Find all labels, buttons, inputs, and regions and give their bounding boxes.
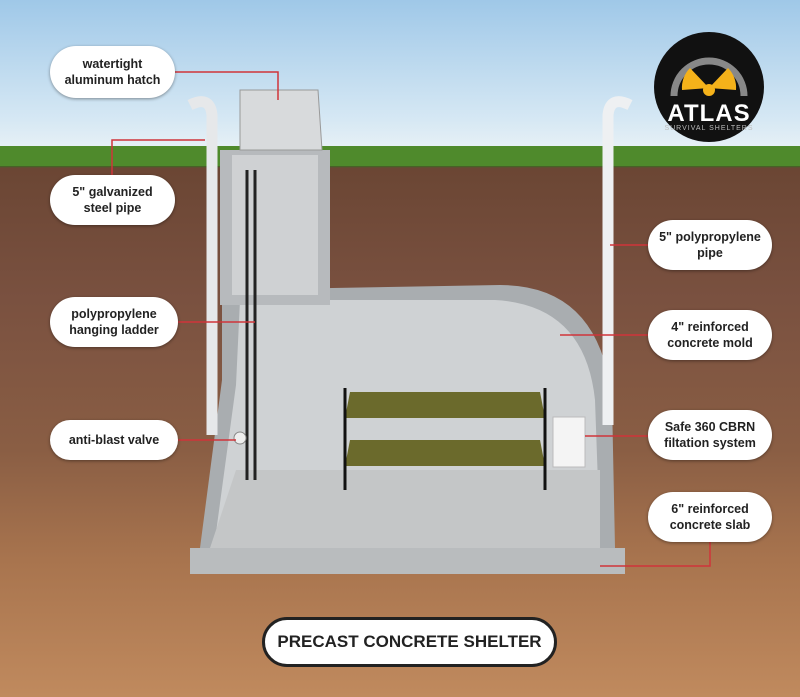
label-filter: Safe 360 CBRN filtation system — [648, 410, 772, 460]
atlas-logo: ATLAS SURVIVAL SHELTERS — [654, 32, 764, 142]
label-text: concrete mold — [667, 336, 753, 350]
label-text: concrete slab — [669, 518, 751, 532]
radiation-icon — [670, 57, 748, 97]
grass — [0, 146, 800, 166]
leader-lines — [111, 71, 711, 567]
label-text: 5" polypropylene — [659, 230, 761, 244]
label-steel-pipe: 5" galvanized steel pipe — [50, 175, 175, 225]
label-text: Safe 360 CBRN — [664, 420, 756, 434]
label-text: 4" reinforced — [671, 320, 749, 334]
hatch — [239, 89, 323, 151]
cbrn-filter-box — [552, 416, 586, 468]
label-text: 6" reinforced — [671, 502, 749, 516]
label-slab: 6" reinforced concrete slab — [648, 492, 772, 542]
label-text: polypropylene — [71, 307, 157, 321]
label-ladder: polypropylene hanging ladder — [50, 297, 178, 347]
bunk-bed — [343, 388, 547, 490]
label-valve: anti-blast valve — [50, 420, 178, 460]
label-mold: 4" reinforced concrete mold — [648, 310, 772, 360]
label-text: pipe — [697, 246, 723, 260]
label-text: steel pipe — [83, 201, 142, 215]
label-hatch: watertight aluminum hatch — [50, 46, 175, 98]
shelter-title: PRECAST CONCRETE SHELTER — [262, 617, 557, 667]
polypropylene-pipe — [602, 96, 633, 425]
label-text: 5" galvanized — [72, 185, 153, 199]
label-pp-pipe: 5" polypropylene pipe — [648, 220, 772, 270]
anti-blast-valve — [233, 431, 247, 445]
label-text: hanging ladder — [69, 323, 159, 337]
label-text: filtation system — [664, 436, 756, 450]
label-text: anti-blast valve — [68, 433, 160, 447]
logo-tagline: SURVIVAL SHELTERS — [664, 125, 754, 132]
steel-pipe — [187, 96, 218, 435]
logo-name: ATLAS — [667, 100, 751, 127]
label-text: watertight — [82, 57, 143, 71]
concrete-slab — [190, 548, 625, 574]
label-text: aluminum hatch — [64, 73, 161, 87]
